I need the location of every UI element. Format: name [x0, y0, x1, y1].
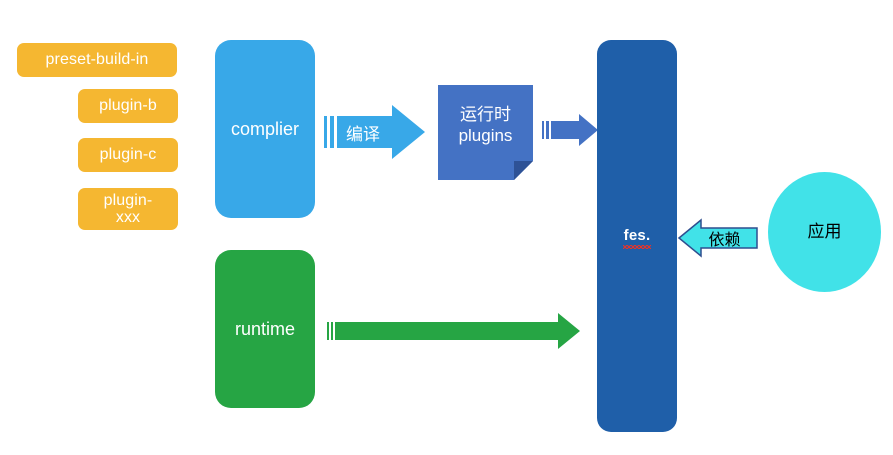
- plugin-box-label: plugin-b: [99, 96, 157, 114]
- application-label: 应用: [807, 222, 842, 242]
- depends-arrow: [677, 218, 758, 258]
- complier-node[interactable]: complier: [215, 40, 315, 218]
- plugin-box-plugin-c[interactable]: plugin-c: [78, 138, 178, 172]
- runtime-node[interactable]: runtime: [215, 250, 315, 408]
- complier-label: complier: [230, 118, 300, 139]
- plugin-box-plugin-b[interactable]: plugin-b: [78, 89, 178, 123]
- plugin-box-label-line1: plugin-: [103, 191, 153, 209]
- fes-node[interactable]: fes.: [597, 40, 677, 432]
- plugin-box-preset-build-in[interactable]: preset-build-in: [17, 43, 177, 77]
- runtime-plugins-label: 运行时 plugins: [459, 105, 513, 160]
- folded-corner-shape: [438, 85, 533, 180]
- plugin-box-label: plugin-c: [99, 145, 157, 163]
- plugins-to-fes-arrow: [542, 114, 598, 146]
- runtime-plugins-label-line2: plugins: [458, 125, 513, 145]
- fes-label-wrapper: fes.: [622, 227, 652, 249]
- plugin-box-label-line2: xxx: [115, 209, 141, 226]
- compile-arrow: [324, 105, 426, 159]
- plugin-box-plugin-xxx[interactable]: plugin- xxx: [78, 188, 178, 230]
- plugin-box-label: preset-build-in: [45, 50, 149, 68]
- spellcheck-underline-icon: [622, 244, 652, 249]
- runtime-plugins-node[interactable]: 运行时 plugins: [438, 85, 533, 180]
- runtime-label: runtime: [234, 318, 296, 339]
- fes-label: fes.: [623, 227, 651, 245]
- runtime-to-fes-arrow: [327, 313, 580, 349]
- application-node[interactable]: 应用: [768, 172, 881, 292]
- runtime-plugins-label-line1: 运行时: [460, 105, 511, 125]
